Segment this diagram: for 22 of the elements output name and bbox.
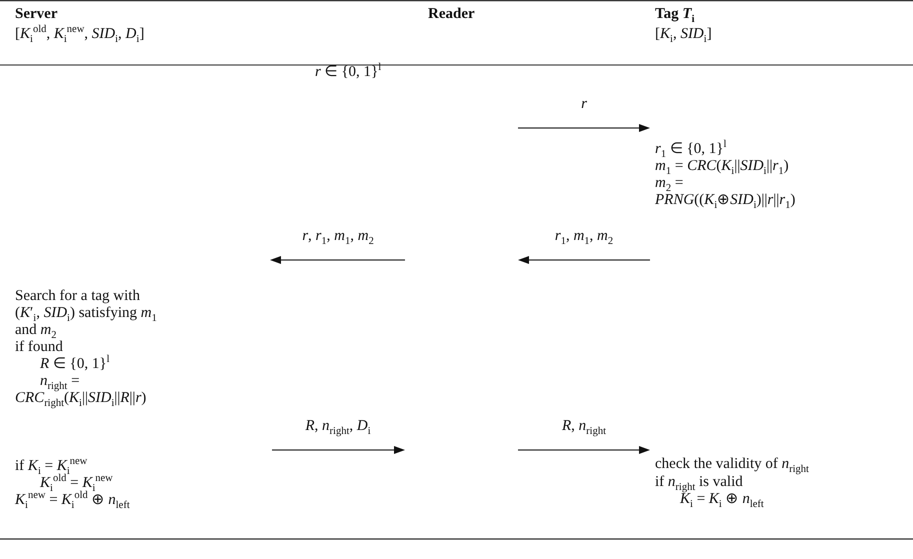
protocol-step: [K$_{i}$, SID$_{i}$] [655,26,712,43]
protocol-step: Search for a tag with (K′$_{i}$, SID$_{i}$) satisfying m$_{1}$ and m$_{2}$ [15,288,165,339]
message-label: r [581,96,587,113]
protocol-step: [K$_{i}$$^{old}$, K$_{i}$$^{new}$, SID$_{i}$, D$_{i}$] [15,26,144,43]
protocol-step: R ∈ {0, 1}$^{l}$ [40,356,110,373]
protocol-step: check the validity of n$_{right}$ [655,456,809,473]
message-label: r, r$_{1}$, m$_{1}$, m$_{2}$ [302,228,374,245]
protocol-step: K$_{i}$$^{new}$ = K$_{i}$$^{old}$ ⊕ n$_{left}$ [15,492,130,509]
message-label: R, n$_{right}$ [562,418,606,435]
protocol-step: r ∈ {0, 1}$^{l}$ [315,64,382,81]
protocol-step: if n$_{right}$ is valid [655,474,743,491]
protocol-step: if found [15,339,63,356]
protocol-step: m$_{2}$ = PRNG((K$_{i}$⊕SID$_{i}$)||r||r$_{1}$) [655,175,815,209]
column-heading: Tag T$_{i}$ [655,6,694,23]
protocol-step: m$_{1}$ = CRC(K$_{i}$||SID$_{i}$||r$_{1}$) [655,158,789,175]
protocol-step: r$_{1}$ ∈ {0, 1}$^{l}$ [655,141,726,158]
message-label: r$_{1}$, m$_{1}$, m$_{2}$ [554,228,614,245]
protocol-step: n$_{right}$ = CRC$_{right}$(K$_{i}$||SID$_{i}$||R||r) [15,373,185,407]
protocol-step: K$_{i}$ = K$_{i}$ ⊕ n$_{left}$ [680,491,764,508]
column-heading: Reader [428,6,475,23]
message-label: R, n$_{right}$, D$_{i}$ [305,418,371,435]
column-heading: Server [15,6,58,23]
